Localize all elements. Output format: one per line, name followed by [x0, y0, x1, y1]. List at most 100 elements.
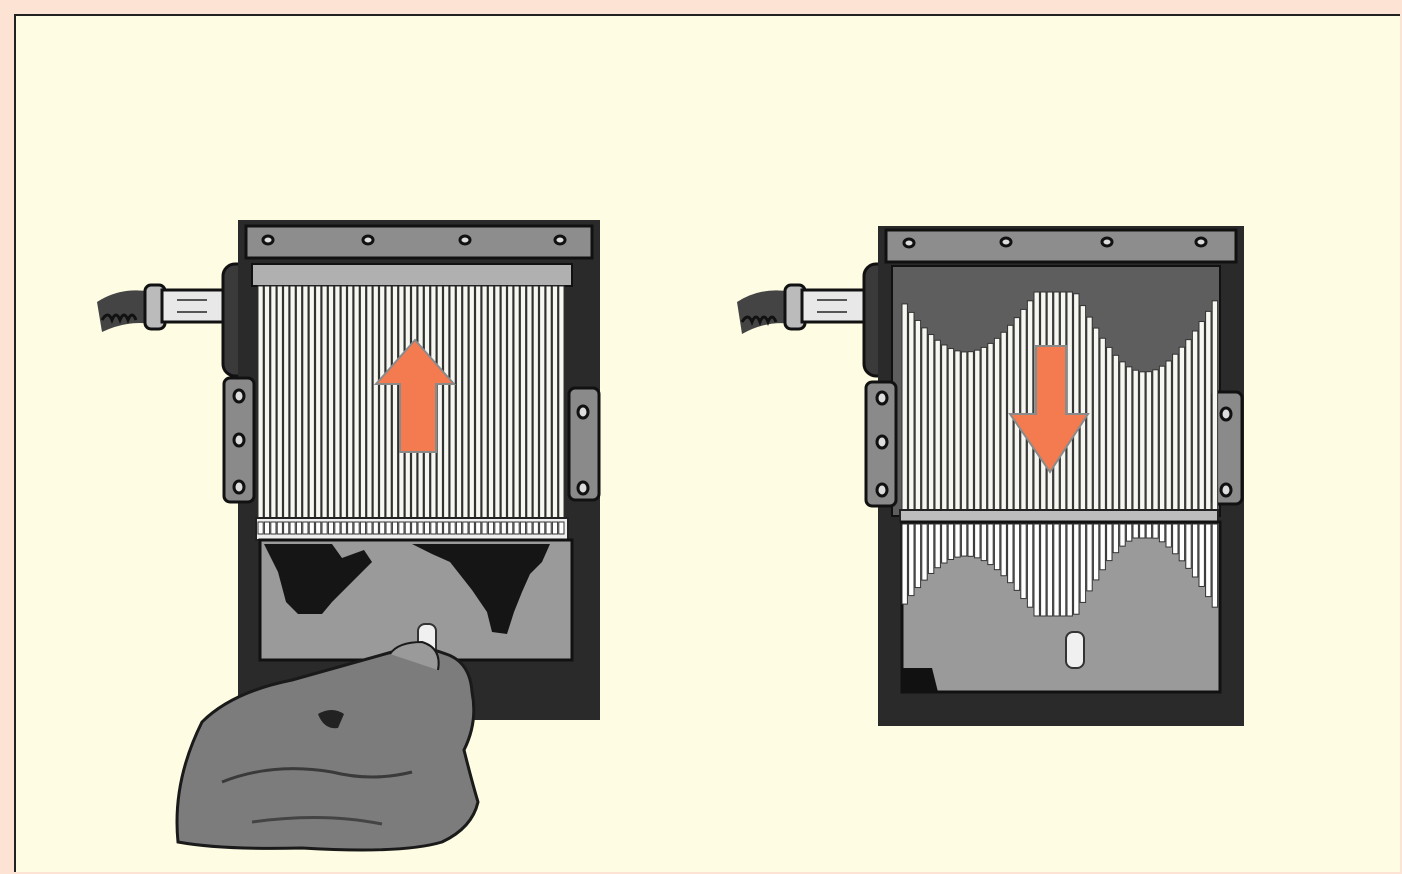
pin-tip	[437, 522, 442, 534]
pin-tip	[546, 522, 551, 534]
pin	[1199, 322, 1204, 516]
pin-lower	[1113, 524, 1118, 553]
pin-lower	[1034, 524, 1039, 616]
hose-icon	[97, 285, 224, 332]
pin-lower	[1126, 524, 1131, 541]
pin-tip	[303, 522, 308, 534]
pin	[1008, 325, 1013, 516]
pin	[942, 345, 947, 516]
pin	[508, 286, 513, 518]
pin-tip	[540, 522, 545, 534]
pin-tip	[508, 522, 513, 534]
pin-tip	[316, 522, 321, 534]
pin	[1153, 370, 1158, 516]
pin	[981, 347, 986, 516]
pin-lower	[968, 524, 973, 556]
pin-lower	[1100, 524, 1105, 570]
pin-tip	[290, 522, 295, 534]
pin-lower	[1001, 524, 1006, 576]
pin	[469, 286, 474, 518]
pin-lower	[1054, 524, 1059, 616]
pin	[1159, 366, 1164, 516]
pin-tip	[501, 522, 506, 534]
pin	[463, 286, 468, 518]
pin	[1206, 311, 1211, 516]
pin-tip	[271, 522, 276, 534]
hand-icon	[177, 642, 478, 850]
pin	[1027, 301, 1032, 516]
pin	[520, 286, 525, 518]
pin-tip	[431, 522, 436, 534]
pin	[1120, 362, 1125, 516]
pin-tip	[296, 522, 301, 534]
pin-lower	[928, 524, 933, 573]
pin	[1126, 367, 1131, 516]
pin-tip	[552, 522, 557, 534]
pin	[277, 286, 282, 518]
pin	[1192, 331, 1197, 516]
pin	[928, 335, 933, 516]
pin	[533, 286, 538, 518]
pin	[540, 286, 545, 518]
pin	[1087, 317, 1092, 516]
pin	[354, 286, 359, 518]
hose-icon	[737, 285, 864, 334]
pin-tip	[476, 522, 481, 534]
pin	[380, 286, 385, 518]
pin	[1212, 301, 1217, 516]
pin-lower	[955, 524, 960, 557]
pin	[495, 286, 500, 518]
pin-tip	[412, 522, 417, 534]
right-gauge	[737, 226, 1244, 726]
pin	[988, 343, 993, 516]
pin-tip	[559, 522, 564, 534]
pin-lower	[1146, 524, 1151, 538]
pin	[373, 286, 378, 518]
pin	[514, 286, 519, 518]
pin	[1100, 338, 1105, 516]
pin-tip	[527, 522, 532, 534]
pin	[264, 286, 269, 518]
pin-lower	[948, 524, 953, 559]
pin-lower	[1047, 524, 1052, 616]
pin	[1080, 306, 1085, 516]
pin	[309, 286, 314, 518]
pin	[1074, 294, 1079, 516]
pin	[437, 286, 442, 518]
pin	[322, 286, 327, 518]
pin	[303, 286, 308, 518]
diagram-slide	[14, 14, 1400, 872]
pin	[386, 286, 391, 518]
pin	[961, 352, 966, 516]
pin-tip	[399, 522, 404, 534]
pin	[476, 286, 481, 518]
pin-lower	[902, 524, 907, 604]
pin-lower	[1008, 524, 1013, 583]
pin	[546, 286, 551, 518]
pin-tip	[258, 522, 263, 534]
pin-tip	[284, 522, 289, 534]
pin-tip	[405, 522, 410, 534]
pin	[915, 320, 920, 516]
pin	[456, 286, 461, 518]
pin	[271, 286, 276, 518]
pin	[909, 312, 914, 516]
pin-lower	[935, 524, 940, 568]
pin	[348, 286, 353, 518]
pin-lower	[1192, 524, 1197, 577]
pin-tip	[354, 522, 359, 534]
profile-gauge-illustration	[16, 16, 1402, 874]
pin-lower	[909, 524, 914, 596]
pin	[341, 286, 346, 518]
pin	[1146, 372, 1151, 516]
pin-lower	[1014, 524, 1019, 590]
pin	[392, 286, 397, 518]
plunger-icon	[1066, 632, 1084, 668]
pin	[1113, 355, 1118, 516]
pin-lower	[1093, 524, 1098, 580]
pin	[335, 286, 340, 518]
pin	[1133, 370, 1138, 516]
pin-tip	[373, 522, 378, 534]
pin	[1166, 361, 1171, 516]
pin	[360, 286, 365, 518]
